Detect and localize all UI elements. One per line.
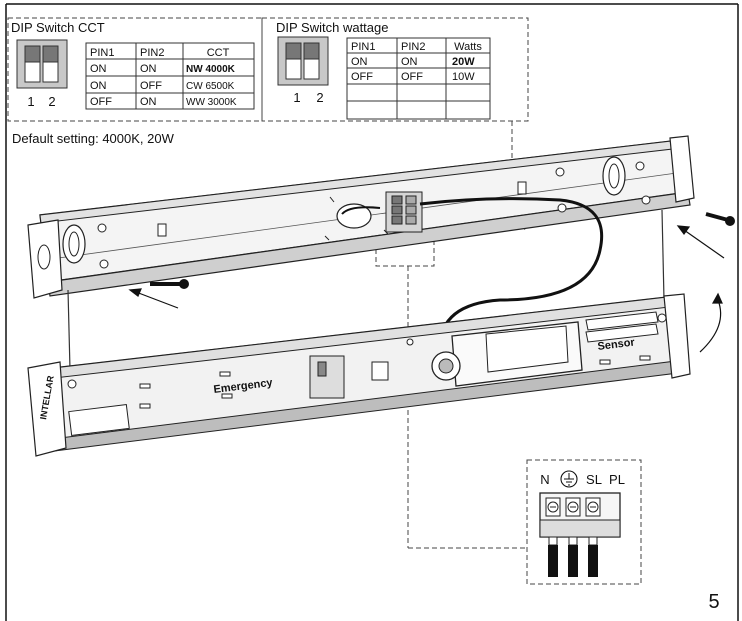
cct-row3-value: WW 3000K bbox=[186, 97, 237, 108]
wattage-row1-pin2: ON bbox=[401, 56, 418, 68]
cct-row1-pin1: ON bbox=[90, 63, 107, 75]
safety-wire bbox=[67, 209, 665, 371]
curved-arrow-icon bbox=[699, 292, 723, 353]
cct-header-cct: CCT bbox=[207, 47, 230, 59]
terminal-pin-sl: SL bbox=[586, 472, 602, 487]
wattage-switch-number-2: 2 bbox=[316, 90, 323, 105]
dip-switch-wattage-icon bbox=[277, 36, 329, 86]
cct-header-pin2: PIN2 bbox=[140, 47, 164, 59]
wattage-header-pin1: PIN1 bbox=[351, 41, 375, 53]
screw-icon bbox=[705, 212, 735, 226]
cct-row2-pin2: OFF bbox=[140, 80, 162, 92]
wattage-row1-value: 20W bbox=[452, 56, 475, 68]
wattage-row2-pin2: OFF bbox=[401, 71, 423, 83]
wattage-row2-pin1: OFF bbox=[351, 71, 373, 83]
cct-title: DIP Switch CCT bbox=[11, 20, 105, 35]
cct-row3-pin1: OFF bbox=[90, 96, 112, 108]
arrow-icon bbox=[128, 288, 179, 309]
wattage-row2-value: 10W bbox=[452, 71, 475, 83]
step-number: 5 bbox=[708, 591, 719, 613]
cct-header-pin1: PIN1 bbox=[90, 47, 114, 59]
wattage-row1-pin1: ON bbox=[351, 56, 368, 68]
terminal-pin-n: N bbox=[540, 472, 549, 487]
cct-row1-value: NW 4000K bbox=[186, 64, 236, 75]
wire-harness bbox=[341, 197, 604, 349]
rail-terminal-block bbox=[385, 191, 423, 233]
dip-switch-wattage-panel: DIP Switch wattage 1 2 PIN1 PIN2 Watts O… bbox=[261, 17, 529, 122]
dip-switch-cct-icon bbox=[16, 39, 68, 89]
cct-switch-number-2: 2 bbox=[48, 94, 55, 109]
wattage-header-pin2: PIN2 bbox=[401, 41, 425, 53]
ground-icon bbox=[560, 470, 578, 488]
wattage-switch-number-1: 1 bbox=[293, 90, 300, 105]
cct-row3-pin2: ON bbox=[140, 96, 157, 108]
sensor-label: Sensor bbox=[597, 336, 636, 353]
gear-tray: INTELLAR Sensor Emergency bbox=[27, 293, 691, 457]
terminal-pin-pl: PL bbox=[609, 472, 625, 487]
cct-row2-value: CW 6500K bbox=[186, 81, 235, 92]
screw-icon bbox=[150, 279, 189, 289]
mounting-rail bbox=[27, 135, 695, 299]
default-setting-note: Default setting: 4000K, 20W bbox=[12, 131, 175, 146]
cct-switch-number-1: 1 bbox=[27, 94, 34, 109]
terminal-detail-panel: N SL PL bbox=[526, 459, 642, 585]
arrow-icon bbox=[676, 225, 725, 259]
wattage-header-watts: Watts bbox=[454, 41, 482, 53]
dip-switch-cct-panel: DIP Switch CCT 1 2 PIN1 PIN2 CCT ON ON N… bbox=[7, 17, 263, 122]
wattage-table bbox=[346, 37, 491, 120]
cct-table bbox=[85, 42, 255, 110]
wattage-title: DIP Switch wattage bbox=[276, 20, 388, 35]
cct-row1-pin2: ON bbox=[140, 63, 157, 75]
cct-row2-pin1: ON bbox=[90, 80, 107, 92]
